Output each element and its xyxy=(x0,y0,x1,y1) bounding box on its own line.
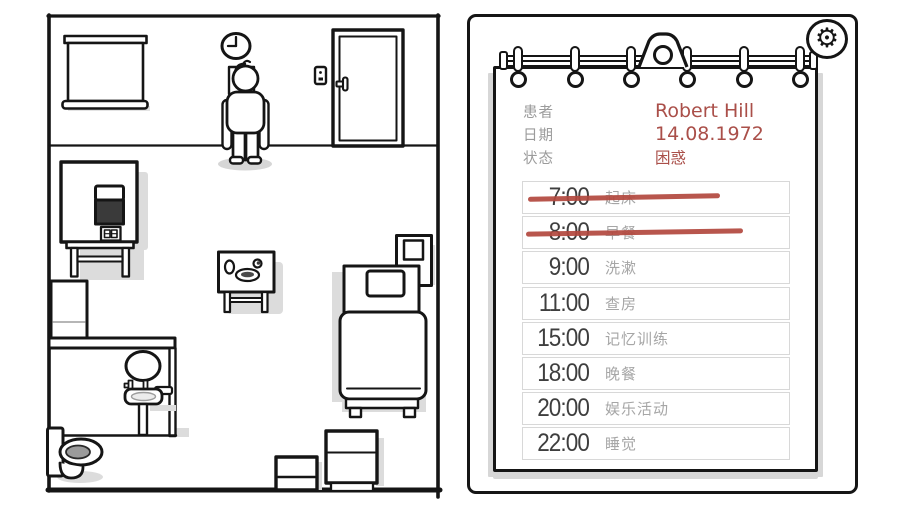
gear-icon: ⚙ xyxy=(814,22,840,54)
schedule-activity: 洗漱 xyxy=(605,260,638,278)
binder-ring xyxy=(626,46,636,72)
door-handle[interactable] xyxy=(335,76,349,92)
mirror[interactable] xyxy=(124,350,162,382)
schedule-row: 11:00 查房 xyxy=(522,286,790,320)
patient-name: Robert Hill xyxy=(655,100,755,122)
patient-row: 患者 Robert Hill xyxy=(523,100,764,123)
schedule-activity: 查房 xyxy=(605,295,638,313)
clipboard-clip xyxy=(637,32,689,68)
date-row: 日期 14.08.1972 xyxy=(523,123,764,146)
schedule-row: 22:00 睡觉 xyxy=(522,427,790,461)
binder-ring xyxy=(739,46,749,72)
plate[interactable] xyxy=(234,267,261,283)
schedule-time: 9:00 xyxy=(548,253,590,282)
pillow[interactable] xyxy=(365,269,406,298)
cabinet[interactable] xyxy=(49,279,89,341)
binder-ring-hole xyxy=(623,71,640,88)
wall-clock[interactable] xyxy=(220,32,252,60)
patient-robert[interactable] xyxy=(218,59,272,171)
schedule-time: 18:00 xyxy=(537,358,590,387)
door[interactable] xyxy=(331,28,405,148)
patient-info: 患者 Robert Hill 日期 14.08.1972 状态 困惑 xyxy=(523,100,764,169)
schedule-row: 15:00 记忆训练 xyxy=(522,321,790,355)
small-box[interactable] xyxy=(274,455,322,492)
date-label: 日期 xyxy=(523,128,554,144)
schedule-row: 9:00 洗漱 xyxy=(522,251,790,285)
schedule-row: 18:00 晚餐 xyxy=(522,356,790,390)
bed[interactable] xyxy=(332,264,428,419)
date-value: 14.08.1972 xyxy=(655,123,764,145)
binder-ring-hole xyxy=(567,71,584,88)
status-label: 状态 xyxy=(523,151,554,167)
schedule-activity: 娱乐活动 xyxy=(605,401,670,419)
settings-button[interactable]: ⚙ xyxy=(806,19,848,59)
schedule-row: 8:00 早餐 xyxy=(522,216,790,250)
schedule-row: 20:00 娱乐活动 xyxy=(522,392,790,426)
schedule-activity: 记忆训练 xyxy=(605,330,670,348)
binder-ring xyxy=(570,46,580,72)
schedule-table: 7:00 起床 8:00 早餐 9:00 洗漱 11:00 查房 15:00 记… xyxy=(522,181,790,463)
room-walls xyxy=(45,13,443,499)
schedule-time: 11:00 xyxy=(538,288,590,317)
schedule-time: 22:00 xyxy=(537,429,590,458)
light-switch[interactable] xyxy=(313,65,328,86)
binder-ring-hole xyxy=(510,71,527,88)
binder-ring-hole xyxy=(736,71,753,88)
window-blind[interactable] xyxy=(61,34,151,111)
sink[interactable] xyxy=(123,379,177,437)
tv-machine[interactable] xyxy=(59,160,148,280)
status-row: 状态 困惑 xyxy=(523,146,764,169)
room-view xyxy=(45,13,443,499)
bathroom xyxy=(46,279,189,483)
patient-label: 患者 xyxy=(523,105,554,121)
binder-ring-hole xyxy=(792,71,809,88)
schedule-time: 20:00 xyxy=(537,394,590,423)
tv-screen[interactable] xyxy=(94,198,125,226)
side-table[interactable] xyxy=(217,250,284,314)
blanket[interactable] xyxy=(338,310,428,401)
schedule-time: 15:00 xyxy=(537,323,590,352)
cup[interactable] xyxy=(223,259,236,275)
tv-buttons[interactable] xyxy=(99,225,122,242)
status-value: 困惑 xyxy=(655,149,687,167)
schedule-activity: 晚餐 xyxy=(605,365,638,383)
large-box[interactable] xyxy=(324,429,384,493)
schedule-activity: 睡觉 xyxy=(605,436,638,454)
binder-ring xyxy=(795,46,805,72)
binder-rod-cap-left xyxy=(499,51,508,70)
binder-ring-hole xyxy=(679,71,696,88)
toilet[interactable] xyxy=(46,426,104,483)
schedule-row: 7:00 起床 xyxy=(522,181,790,214)
binder-ring xyxy=(513,46,523,72)
